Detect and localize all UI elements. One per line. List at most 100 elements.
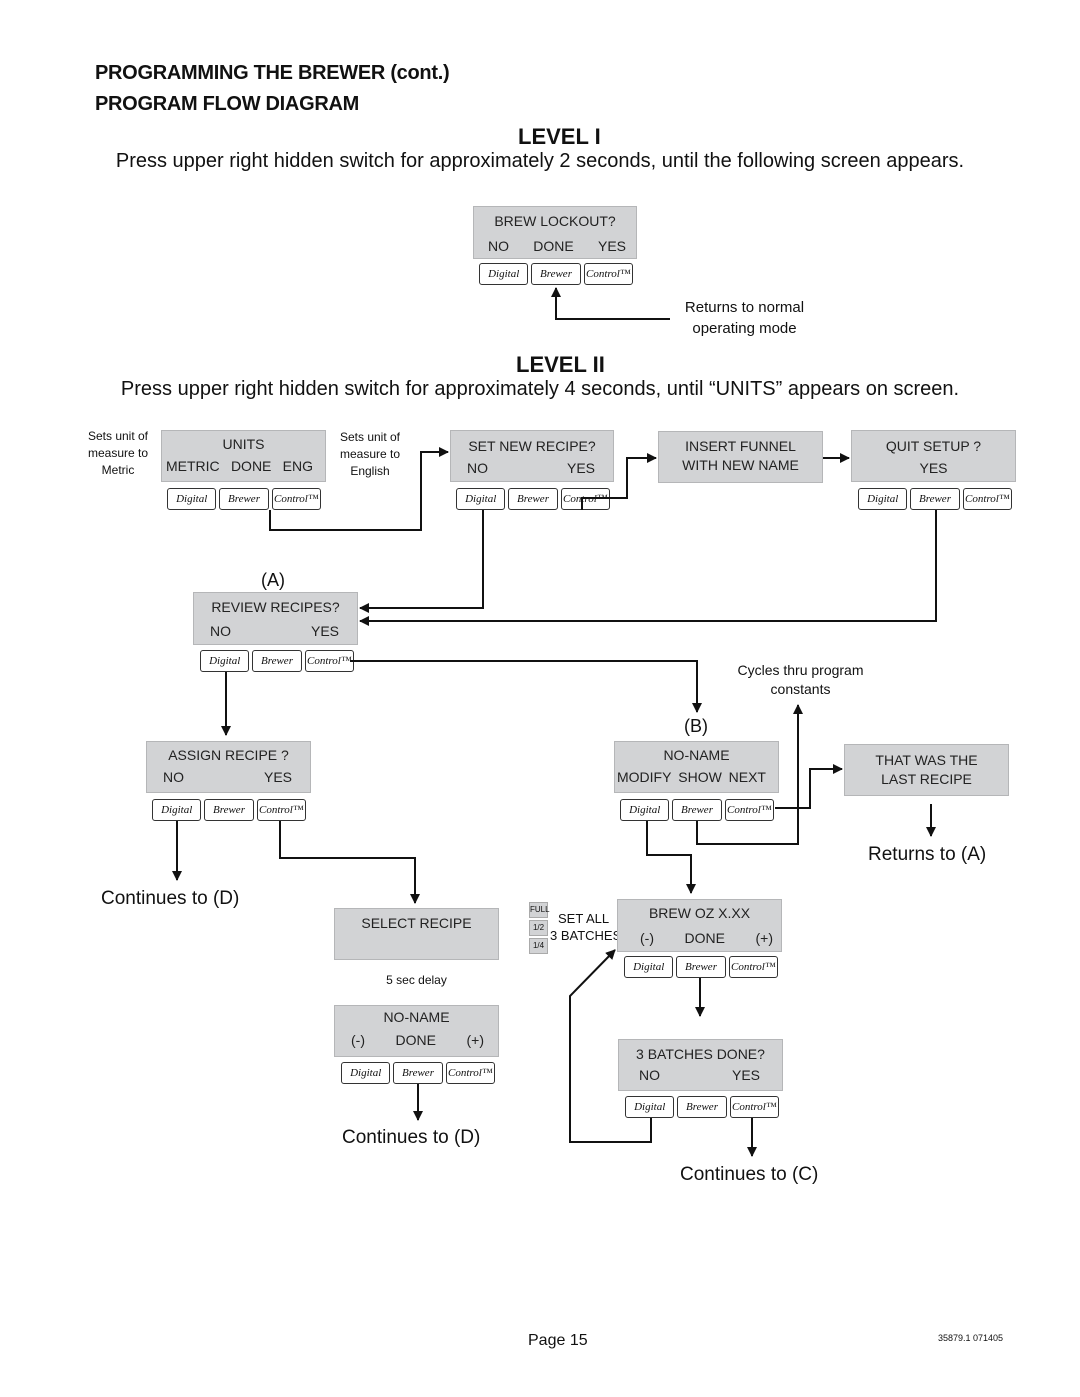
screen-right: YES <box>263 769 292 785</box>
brewer-button[interactable]: Brewer <box>508 488 558 510</box>
control-button[interactable]: Control™ <box>729 1096 779 1118</box>
diagram-title: PROGRAM FLOW DIAGRAM <box>95 93 359 115</box>
control-button[interactable]: Control™ <box>583 263 633 285</box>
returns-normal-note: Returns to normal operating mode <box>684 299 805 337</box>
screen-right: NEXT <box>728 769 766 785</box>
control-buttons: Digital Brewer Control™ <box>858 488 1012 510</box>
label-b: (B) <box>684 716 708 736</box>
control-button[interactable]: Control™ <box>304 650 354 672</box>
connector <box>569 949 652 1143</box>
control-button[interactable]: Control™ <box>445 1062 495 1084</box>
digital-button[interactable]: Digital <box>341 1062 391 1084</box>
connector <box>775 764 843 809</box>
select-recipe-screen: SELECT RECIPE <box>334 908 499 960</box>
brewer-button[interactable]: Brewer <box>204 799 254 821</box>
level-2-instruction: Press upper right hidden switch for appr… <box>120 378 960 400</box>
screen-right: YES <box>566 460 595 476</box>
digital-button[interactable]: Digital <box>624 956 674 978</box>
control-button[interactable]: Control™ <box>962 488 1012 510</box>
continues-to-d-1: Continues to (D) <box>101 888 240 909</box>
screen-mid: DONE <box>684 930 725 946</box>
insert-funnel-screen: INSERT FUNNEL WITH NEW NAME <box>658 431 823 483</box>
screen-right: YES <box>310 623 339 639</box>
delay-note: 5 sec delay <box>386 973 447 987</box>
control-buttons: Digital Brewer Control™ <box>152 799 306 821</box>
control-buttons: Digital Brewer Control™ <box>625 1096 779 1118</box>
batch-full-indicator: FULL <box>529 902 550 918</box>
screen-line: ASSIGN RECIPE ? <box>168 747 289 763</box>
screen-line: WITH NEW NAME <box>682 457 799 473</box>
connector <box>581 453 657 510</box>
brewer-button[interactable]: Brewer <box>910 488 960 510</box>
screen-line: 3 BATCHES DONE? <box>636 1046 765 1062</box>
control-buttons: Digital Brewer Control™ <box>620 799 774 821</box>
connector <box>359 510 484 613</box>
control-button[interactable]: Control™ <box>271 488 321 510</box>
brew-oz-screen: BREW OZ X.XX (-) DONE (+) <box>617 899 782 952</box>
screen-mid: SHOW <box>678 769 722 785</box>
brewer-button[interactable]: Brewer <box>677 1096 727 1118</box>
brewer-button[interactable]: Brewer <box>393 1062 443 1084</box>
no-name-screen-d: NO-NAME (-) DONE (+) <box>334 1005 499 1057</box>
brewer-button[interactable]: Brewer <box>252 650 302 672</box>
screen-left: NO <box>163 769 184 785</box>
batches-note: 3 BATCHES <box>550 928 622 943</box>
connector <box>696 704 803 845</box>
doc-code: 35879.1 071405 <box>938 1333 1004 1343</box>
digital-button[interactable]: Digital <box>200 650 250 672</box>
control-buttons: Digital Brewer Control™ <box>624 956 778 978</box>
screen-line: QUIT SETUP ? <box>885 438 982 454</box>
screen-mid: DONE <box>395 1032 436 1048</box>
control-button[interactable]: Control™ <box>256 799 306 821</box>
digital-button[interactable]: Digital <box>152 799 202 821</box>
brew-lockout-screen: BREW LOCKOUT? NO DONE YES <box>473 206 637 259</box>
digital-button[interactable]: Digital <box>456 488 506 510</box>
screen-line: SELECT RECIPE <box>361 915 472 931</box>
continues-to-d-2: Continues to (D) <box>342 1127 481 1148</box>
batch-quarter-indicator: 1/4 <box>529 938 548 954</box>
screen-line: BREW LOCKOUT? <box>494 213 616 229</box>
no-name-screen-b: NO-NAME MODIFY SHOW NEXT <box>614 741 779 793</box>
digital-button[interactable]: Digital <box>625 1096 675 1118</box>
digital-button[interactable]: Digital <box>620 799 670 821</box>
screen-left: NO <box>639 1067 660 1083</box>
brewer-button[interactable]: Brewer <box>531 263 581 285</box>
english-note: Sets unit of measure to English <box>339 430 401 478</box>
brewer-button[interactable]: Brewer <box>219 488 269 510</box>
screen-right: YES <box>597 238 626 254</box>
control-buttons: Digital Brewer Control™ <box>479 263 633 285</box>
screen-line: LAST RECIPE <box>881 771 972 787</box>
screen-left: NO <box>210 623 231 639</box>
control-button[interactable]: Control™ <box>724 799 774 821</box>
returns-to-a: Returns to (A) <box>868 844 987 865</box>
digital-button[interactable]: Digital <box>479 263 529 285</box>
metric-note: Sets unit of measure to Metric <box>87 429 149 477</box>
plus-label: (+) <box>755 930 773 946</box>
control-button[interactable]: Control™ <box>728 956 778 978</box>
minus-label: (-) <box>640 930 654 946</box>
plus-label: (+) <box>466 1032 484 1048</box>
page-title: PROGRAMMING THE BREWER (cont.) <box>95 62 450 84</box>
screen-line: NO-NAME <box>383 1009 450 1025</box>
connector <box>350 660 702 713</box>
units-screen: UNITS METRIC DONE ENG <box>161 430 326 482</box>
cycles-note: Cycles thru program constants <box>737 662 864 697</box>
screen-left: MODIFY <box>617 769 672 785</box>
set-all-note: SET ALL <box>558 911 610 926</box>
assign-recipe-screen: ASSIGN RECIPE ? NO YES <box>146 741 311 793</box>
connector <box>279 821 420 904</box>
last-recipe-screen: THAT WAS THE LAST RECIPE <box>844 744 1009 796</box>
batches-done-screen: 3 BATCHES DONE? NO YES <box>618 1039 783 1091</box>
screen-line: BREW OZ X.XX <box>648 905 751 921</box>
brewer-button[interactable]: Brewer <box>676 956 726 978</box>
screen-right: ENG <box>282 458 313 474</box>
screen-mid: DONE <box>533 238 574 254</box>
digital-button[interactable]: Digital <box>858 488 908 510</box>
brewer-button[interactable]: Brewer <box>672 799 722 821</box>
minus-label: (-) <box>351 1032 365 1048</box>
connector <box>646 821 696 894</box>
label-a: (A) <box>261 570 285 590</box>
screen-line: REVIEW RECIPES? <box>211 599 340 615</box>
digital-button[interactable]: Digital <box>167 488 217 510</box>
